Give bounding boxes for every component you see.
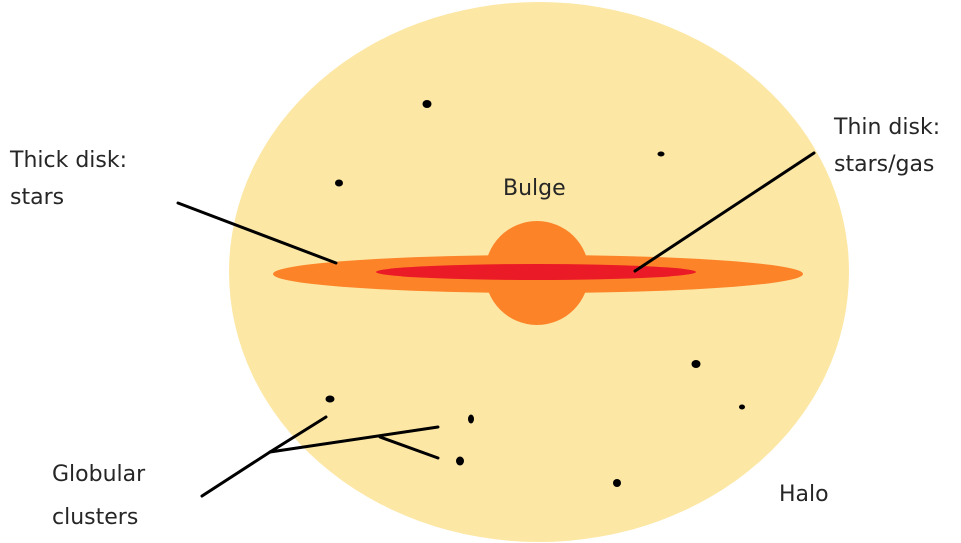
globular-clusters — [325, 100, 745, 487]
globular-clusters-label-line2: clusters — [52, 505, 138, 530]
globular-cluster — [422, 100, 432, 108]
thick-disk-pointer-line — [176, 201, 338, 265]
halo-label: Halo — [779, 482, 829, 507]
thin-disk-label-line1: Thin disk: — [833, 115, 940, 140]
thick-disk-label-line1: Thick disk: — [9, 148, 127, 173]
globular-pointer-upper-left — [268, 415, 328, 454]
thin-disk-label-line2: stars/gas — [834, 152, 934, 177]
globular-pointer-main — [200, 450, 272, 498]
globular-cluster — [613, 479, 621, 487]
thin-disk — [376, 264, 696, 280]
thin-disk-pointer-line — [633, 151, 816, 273]
globular-cluster — [335, 179, 343, 187]
globular-clusters-label-line1: Globular — [52, 462, 146, 487]
globular-pointer-middle — [268, 425, 440, 454]
bulge-label: Bulge — [503, 176, 566, 201]
globular-cluster — [468, 414, 474, 424]
globular-cluster-pointer-lines — [200, 415, 440, 498]
thick-disk-label-line2: stars — [10, 185, 64, 210]
globular-cluster — [691, 360, 701, 368]
globular-cluster — [739, 404, 745, 410]
globular-pointer-branch — [378, 435, 440, 460]
globular-cluster — [325, 395, 335, 403]
globular-cluster — [657, 151, 665, 157]
globular-cluster — [456, 456, 464, 466]
